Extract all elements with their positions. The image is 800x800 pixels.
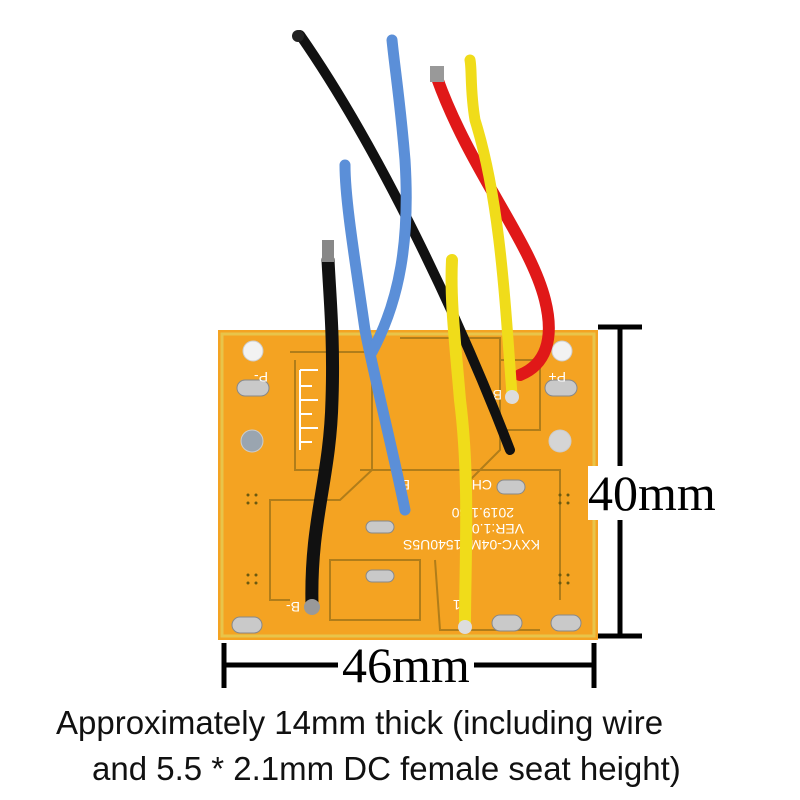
blue-wire-2 [366,34,412,358]
blue-wire-1 [339,159,411,516]
pcb-board: P- P+ B- B3 CH B B1 KXYC-04MT1540U5S VER… [218,330,598,640]
label-p-minus: P- [254,369,268,385]
black-wire-long [295,30,515,455]
label-b-minus: B- [286,599,300,615]
red-wire [431,72,555,381]
wires [292,30,555,634]
label-version: VER:1.0 [472,521,524,537]
caption-line-2: and 5.5 * 2.1mm DC female seat height) [92,750,681,787]
label-ch: CH [472,477,492,493]
caption-line-1: Approximately 14mm thick (including wire [56,704,664,741]
yellow-wire-2 [445,254,473,631]
yellow-wire-1 [464,54,518,401]
label-p-plus: P+ [548,369,566,385]
width-dimension-label: 46mm [338,640,474,690]
height-dimension-label: 40mm [588,465,716,521]
black-wire-left [305,253,340,612]
